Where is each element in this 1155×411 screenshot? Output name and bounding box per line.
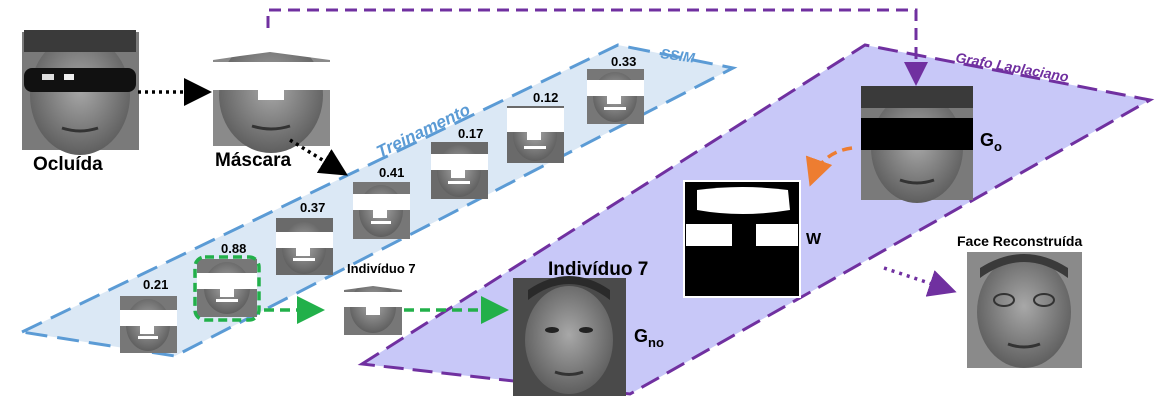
thumb-2 bbox=[197, 259, 257, 317]
occluded-label: Ocluída bbox=[33, 154, 103, 175]
mask-face-image bbox=[213, 28, 330, 153]
occluded-face-image bbox=[22, 30, 139, 155]
thumb-1 bbox=[120, 296, 177, 353]
individual-large-label: Indivíduo 7 bbox=[548, 259, 648, 280]
thumb-7 bbox=[587, 69, 644, 124]
best-match-highlight bbox=[193, 255, 261, 322]
graph-to-reconstructed-arrow bbox=[883, 266, 957, 297]
go-to-w-arrow bbox=[805, 146, 853, 187]
thumb-3 bbox=[276, 218, 333, 275]
thumb-4 bbox=[353, 182, 410, 239]
w-label: W bbox=[806, 231, 822, 248]
ssim-score: 0.37 bbox=[300, 200, 325, 215]
thumb-5 bbox=[431, 142, 488, 199]
ssim-score: 0.21 bbox=[143, 277, 168, 292]
ssim-score: 0.88 bbox=[221, 241, 246, 256]
training-thumbnails bbox=[120, 69, 644, 353]
thumb-6 bbox=[507, 106, 564, 163]
reconstructed-label: Face Reconstruída bbox=[957, 233, 1082, 249]
mask-to-graph-arrow bbox=[266, 8, 928, 86]
g-o-label: Go bbox=[980, 130, 1002, 154]
g-no-main: G bbox=[634, 326, 648, 346]
weight-mask-image bbox=[683, 180, 801, 298]
ssim-score: 0.33 bbox=[611, 54, 636, 69]
g-no-label: Gno bbox=[634, 326, 664, 350]
individual-small-label: Indivíduo 7 bbox=[347, 261, 416, 276]
graph-occluded-face-image bbox=[861, 86, 973, 203]
individual-small-image bbox=[344, 278, 402, 335]
ssim-score: 0.12 bbox=[533, 90, 558, 105]
ssim-label: SSIM bbox=[660, 45, 696, 66]
reconstructed-face-image bbox=[967, 252, 1082, 368]
ssim-score: 0.17 bbox=[458, 126, 483, 141]
individual-large-image bbox=[513, 276, 626, 396]
g-o-sub: o bbox=[994, 139, 1002, 154]
g-no-sub: no bbox=[648, 335, 664, 350]
mask-to-training-arrow bbox=[289, 138, 348, 176]
ssim-score: 0.41 bbox=[379, 165, 404, 180]
mask-label: Máscara bbox=[215, 150, 291, 171]
g-o-main: G bbox=[980, 130, 994, 150]
